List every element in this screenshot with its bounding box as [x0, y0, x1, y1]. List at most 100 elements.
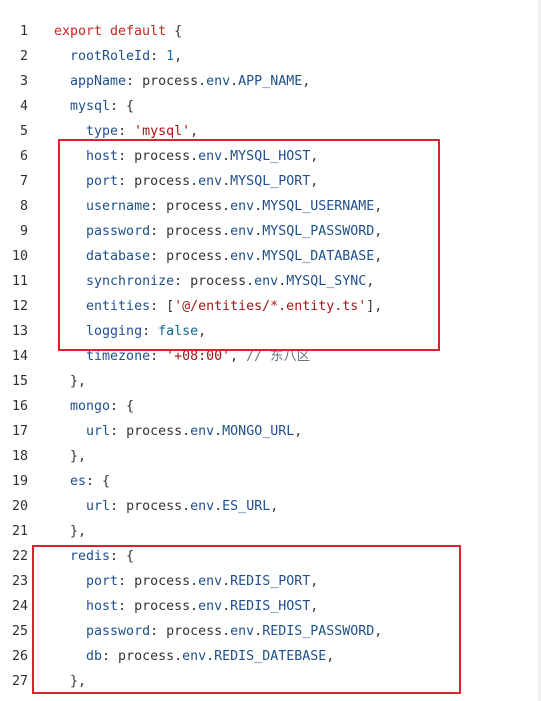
code-line: 18 }, — [0, 444, 541, 469]
line-code: }, — [54, 444, 86, 469]
code-token: , — [374, 624, 383, 639]
line-number: 26 — [11, 649, 28, 664]
code-token: password — [86, 224, 151, 239]
line-code: database: process.env.MYSQL_DATABASE, — [54, 244, 382, 269]
line-number: 9 — [19, 224, 28, 239]
code-token: : — [150, 49, 167, 64]
code-token: env — [190, 424, 215, 439]
line-number: 1 — [19, 24, 28, 39]
code-line: 2 rootRoleId: 1, — [0, 44, 541, 69]
line-number: 6 — [19, 149, 28, 164]
code-token — [54, 624, 86, 639]
code-line: 23 port: process.env.REDIS_PORT, — [0, 569, 541, 594]
code-token: MYSQL_HOST — [230, 149, 311, 164]
code-token: APP_NAME — [238, 74, 303, 89]
line-code: logging: false, — [54, 319, 206, 344]
line-code: appName: process.env.APP_NAME, — [54, 69, 310, 94]
code-token: rootRoleId — [70, 49, 151, 64]
code-token: }, — [54, 674, 87, 689]
code-line: 19 es: { — [0, 469, 541, 494]
code-line: 12 entities: ['@/entities/*.entity.ts'], — [0, 294, 541, 319]
line-number: 7 — [19, 174, 28, 189]
code-token: : [ — [150, 299, 175, 314]
code-token: '@/entities/*.entity.ts' — [174, 299, 367, 314]
code-token: , — [270, 499, 279, 514]
code-token: 1 — [166, 49, 175, 64]
line-code: mongo: { — [54, 394, 134, 419]
code-token: MYSQL_DATABASE — [262, 249, 375, 264]
code-token: , — [310, 574, 319, 589]
code-token: . — [222, 149, 231, 164]
code-token: timezone — [86, 349, 151, 364]
code-token: . — [278, 274, 287, 289]
code-token: . — [254, 199, 263, 214]
line-code: host: process.env.MYSQL_HOST, — [54, 144, 318, 169]
code-token: env — [198, 149, 223, 164]
line-number: 3 — [19, 74, 28, 89]
code-line: 4 mysql: { — [0, 94, 541, 119]
code-token: logging — [86, 324, 143, 339]
code-line: 21 }, — [0, 519, 541, 544]
code-token: : process. — [150, 624, 231, 639]
line-number: 17 — [11, 424, 28, 439]
code-token: , — [302, 74, 311, 89]
code-token — [54, 174, 86, 189]
line-number: 23 — [11, 574, 28, 589]
line-number: 24 — [11, 599, 28, 614]
line-number: 10 — [11, 249, 28, 264]
code-token: . — [230, 74, 239, 89]
code-token: , — [326, 649, 335, 664]
code-token: , — [374, 249, 383, 264]
code-token — [54, 399, 70, 414]
code-token: env — [198, 574, 223, 589]
code-line: 24 host: process.env.REDIS_HOST, — [0, 594, 541, 619]
code-token — [54, 324, 86, 339]
code-token: mysql — [70, 99, 111, 114]
code-token — [54, 49, 70, 64]
code-line: 13 logging: false, — [0, 319, 541, 344]
code-token: host — [86, 599, 119, 614]
code-token: . — [214, 499, 223, 514]
code-token — [54, 199, 86, 214]
code-token: . — [222, 174, 231, 189]
code-token: REDIS_PASSWORD — [262, 624, 375, 639]
line-code: password: process.env.REDIS_PASSWORD, — [54, 619, 382, 644]
code-token: synchronize — [86, 274, 175, 289]
line-code: entities: ['@/entities/*.entity.ts'], — [54, 294, 382, 319]
line-code: }, — [54, 519, 86, 544]
code-token: , — [310, 174, 319, 189]
line-code: url: process.env.MONGO_URL, — [54, 419, 302, 444]
code-line: 25 password: process.env.REDIS_PASSWORD, — [0, 619, 541, 644]
line-code: }, — [54, 369, 86, 394]
line-number: 25 — [11, 624, 28, 639]
code-token: : process. — [118, 599, 199, 614]
code-token — [54, 549, 70, 564]
line-number: 19 — [11, 474, 28, 489]
code-token: , — [374, 199, 383, 214]
code-token — [54, 474, 70, 489]
code-token: db — [86, 649, 103, 664]
scrollbar[interactable] — [538, 0, 541, 701]
line-number: 8 — [19, 199, 28, 214]
line-code: password: process.env.MYSQL_PASSWORD, — [54, 219, 382, 244]
code-line: 27 }, — [0, 669, 541, 694]
code-token: : process. — [110, 499, 191, 514]
code-token: : process. — [126, 74, 207, 89]
code-token: , — [310, 599, 319, 614]
code-token: REDIS_PORT — [230, 574, 311, 589]
code-token: : process. — [102, 649, 183, 664]
code-token: : — [142, 324, 159, 339]
code-token: , — [230, 349, 247, 364]
code-token: entities — [86, 299, 151, 314]
line-code: type: 'mysql', — [54, 119, 198, 144]
code-line: 8 username: process.env.MYSQL_USERNAME, — [0, 194, 541, 219]
code-token: '+08:00' — [166, 349, 231, 364]
code-token: , — [294, 424, 303, 439]
code-token: . — [222, 574, 231, 589]
line-number: 22 — [11, 549, 28, 564]
code-token: : { — [110, 399, 135, 414]
code-token — [54, 274, 86, 289]
code-token: ES_URL — [222, 499, 271, 514]
code-token: MYSQL_PASSWORD — [262, 224, 375, 239]
